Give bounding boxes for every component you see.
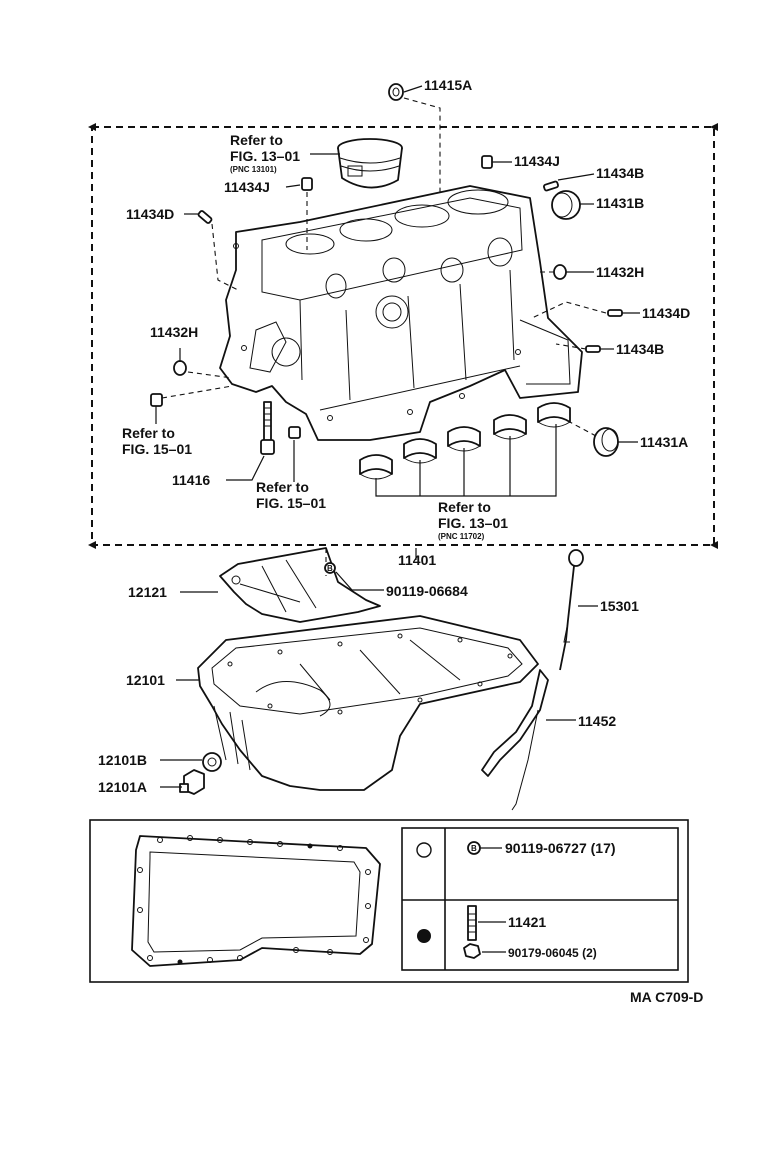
block-assembly-boundary: [91, 126, 715, 546]
pin-11434D-right-icon: [607, 309, 623, 317]
pin-11434B-right-icon: [585, 345, 601, 353]
ref-fig15-bottom-line2: FIG. 15–01: [256, 495, 326, 511]
ref-fig13-bearings-line2: FIG. 13–01: [438, 515, 508, 531]
legend-row2-part-b: 90179-06045 (2): [508, 946, 597, 960]
pin-11434B-top-icon: [543, 180, 559, 192]
ref-fig15-left-line2: FIG. 15–01: [122, 441, 192, 457]
label-11432H-right: 11432H: [596, 264, 644, 280]
label-11431B: 11431B: [596, 195, 644, 211]
oil-pan-gasket: [131, 835, 381, 967]
leader-lines: [155, 85, 640, 560]
filled-circle-icon: [417, 929, 431, 943]
legend-table: B: [401, 827, 679, 971]
bolt-mark-icon: [324, 562, 336, 574]
open-circle-icon: [416, 842, 432, 858]
label-12121: 12121: [128, 584, 167, 600]
label-11434D-left: 11434D: [126, 206, 174, 222]
label-12101: 12101: [126, 672, 165, 688]
label-12101B: 12101B: [98, 752, 147, 768]
pin-11434D-left-icon: [197, 210, 213, 224]
label-11431A: 11431A: [640, 434, 688, 450]
label-11452: 11452: [578, 713, 616, 729]
legend-bolt-mark: B: [471, 844, 477, 853]
plug-bottom-ref-icon: [288, 426, 301, 439]
label-11434D-right: 11434D: [642, 305, 690, 321]
nut-90179-icon: [463, 943, 481, 959]
label-11415A: 11415A: [424, 77, 472, 93]
label-90119-06684: 90119-06684: [386, 583, 468, 599]
pin-11434J-left-icon: [301, 177, 313, 191]
plug-11431A-icon: [593, 427, 619, 457]
labels: 11415A Refer to FIG. 13–01 (PNC 13101) 1…: [98, 77, 703, 1005]
label-11401: 11401: [398, 552, 436, 568]
plug-11415A-icon: [388, 83, 404, 101]
piston: [337, 138, 403, 189]
stud-11416-icon: [260, 401, 275, 455]
pin-11434J-top-icon: [481, 155, 493, 169]
dipstick: [559, 549, 584, 671]
ref-fig13-piston-line1: Refer to: [230, 132, 283, 148]
stud-11421-icon: [467, 905, 477, 941]
pan-leader-lines: [160, 571, 598, 788]
dipstick-guide: [481, 669, 549, 811]
oil-baffle: [219, 547, 381, 623]
label-11416: 11416: [172, 472, 210, 488]
oil-pan: [197, 615, 539, 791]
svg-text:B: B: [327, 564, 333, 573]
label-11432H-left: 11432H: [150, 324, 198, 340]
ref-fig13-bearings-line1: Refer to: [438, 499, 491, 515]
label-11434J-top: 11434J: [514, 153, 560, 169]
label-11434B-right: 11434B: [616, 341, 664, 357]
plug-left-ref-icon: [150, 393, 163, 407]
plug-11432H-left-icon: [173, 360, 187, 376]
ref-fig13-piston-pnc: (PNC 13101): [230, 165, 277, 174]
drain-plug-icon: [179, 769, 205, 795]
label-11434J-left: 11434J: [224, 179, 270, 195]
label-12101A: 12101A: [98, 779, 147, 795]
ref-fig15-bottom-line1: Refer to: [256, 479, 309, 495]
legend-row2-part-a: 11421: [508, 914, 546, 930]
plug-11431B-icon: [551, 190, 581, 220]
diagram-code: MA C709-D: [630, 989, 703, 1005]
drain-gasket-icon: [202, 752, 222, 772]
ref-fig13-bearings-pnc: (PNC 11702): [438, 532, 485, 541]
ref-fig13-piston-line2: FIG. 13–01: [230, 148, 300, 164]
label-11434B-top: 11434B: [596, 165, 644, 181]
label-15301: 15301: [600, 598, 639, 614]
gasket-frame: [89, 819, 689, 983]
plug-11432H-right-icon: [553, 264, 567, 280]
cylinder-block: [219, 185, 583, 441]
legend-row1-part: 90119-06727 (17): [505, 840, 616, 856]
ref-fig15-left-line1: Refer to: [122, 425, 175, 441]
